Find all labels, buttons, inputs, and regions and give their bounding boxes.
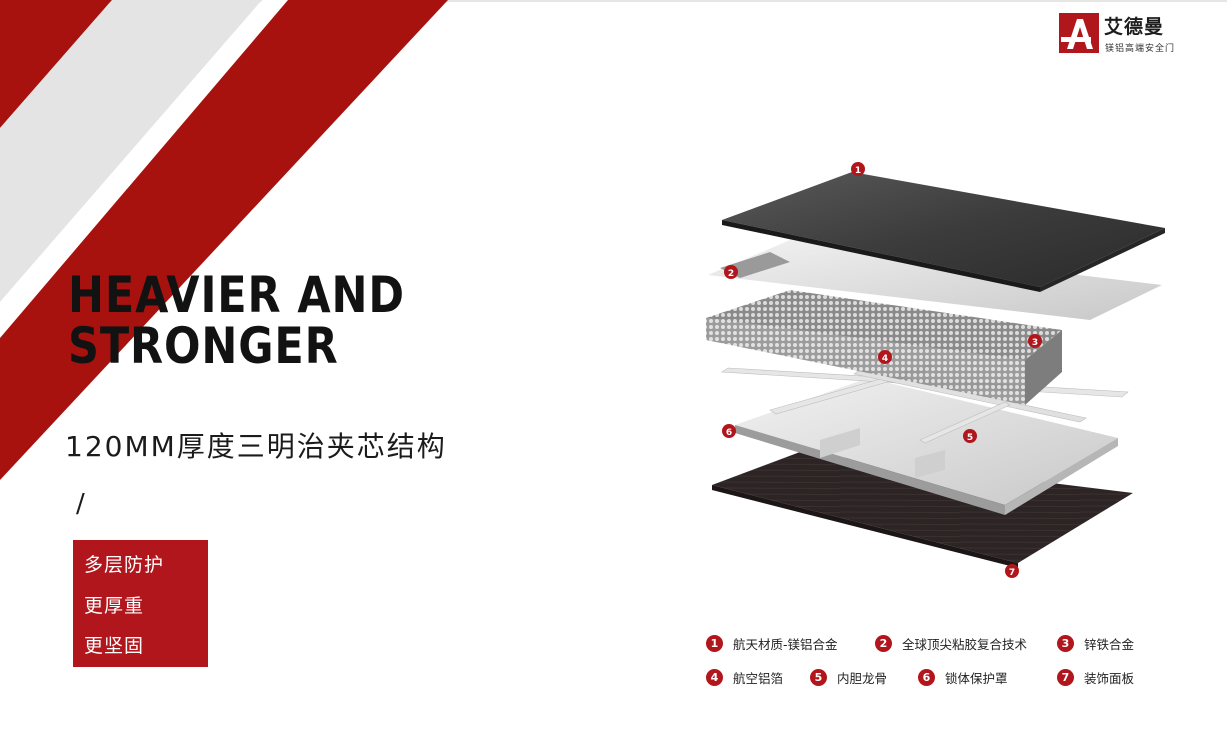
subtitle: 120MM厚度三明治夹芯结构 [65,430,447,463]
svg-text:4: 4 [882,354,888,364]
legend-item: 2 全球顶尖粘胶复合技术 [875,634,1027,653]
svg-text:3: 3 [1032,338,1038,348]
svg-text:5: 5 [967,433,973,443]
callout-4: 4 [878,350,892,364]
svg-text:2: 2 [728,269,734,279]
separator-slash: / [76,489,85,519]
brand-name: 艾德曼 [1104,16,1165,38]
layer-honeycomb-core [706,290,1062,360]
legend-number: 3 [1057,635,1074,652]
layer-legend: 1 航天材质-镁铝合金 2 全球顶尖粘胶复合技术 3 锌铁合金 4 航空铝箔 5… [706,632,1146,692]
callout-5: 5 [963,429,977,443]
layer-adhesive-sheet [708,240,1162,320]
legend-label: 内胆龙骨 [837,671,888,686]
legend-number: 7 [1057,669,1074,686]
legend-item: 5 内胆龙骨 [810,668,887,687]
callout-3: 3 [1028,334,1042,348]
callout-2: 2 [724,265,738,279]
legend-item: 4 航空铝箔 [706,668,783,687]
legend-item: 6 锁体保护罩 [918,668,1008,687]
legend-number: 5 [810,669,827,686]
legend-item: 7 装饰面板 [1057,668,1134,687]
svg-text:7: 7 [1009,568,1015,578]
logo-a-icon [1059,13,1099,53]
legend-label: 全球顶尖粘胶复合技术 [902,637,1028,652]
legend-label: 锌铁合金 [1084,637,1135,652]
legend-item: 1 航天材质-镁铝合金 [706,634,838,653]
legend-number: 1 [706,635,723,652]
feature-item: 更厚重 [84,595,145,617]
headline: HEAVIER AND STRONGER [68,270,460,372]
layer-top-alloy-panel [722,172,1165,287]
legend-label: 锁体保护罩 [945,671,1008,686]
top-border [0,0,1227,2]
legend-number: 2 [875,635,892,652]
legend-number: 4 [706,669,723,686]
svg-text:1: 1 [855,166,861,176]
callout-1: 1 [851,162,865,176]
legend-item: 3 锌铁合金 [1057,634,1134,653]
legend-number: 6 [918,669,935,686]
legend-label: 装饰面板 [1084,671,1135,686]
feature-box: 多层防护 更厚重 更坚固 [73,540,208,667]
svg-text:6: 6 [726,428,732,438]
brand-logo: 艾德曼 镁铝高端安全门 [1059,12,1189,56]
legend-label: 航天材质-镁铝合金 [733,637,838,652]
diagonal-stripes-decoration [0,0,448,480]
brand-tagline: 镁铝高端安全门 [1105,44,1176,54]
callout-6: 6 [722,424,736,438]
legend-label: 航空铝箔 [733,671,784,686]
red-stripe-main [0,0,448,480]
feature-item: 多层防护 [84,554,165,576]
callout-7: 7 [1005,564,1019,578]
headline-line-2: STRONGER [68,317,339,375]
headline-line-1: HEAVIER AND [68,266,405,324]
layer-decorative-panel [712,452,1133,563]
exploded-layers-diagram: 1 2 3 4 5 6 7 [706,162,1165,578]
feature-item: 更坚固 [84,635,145,657]
